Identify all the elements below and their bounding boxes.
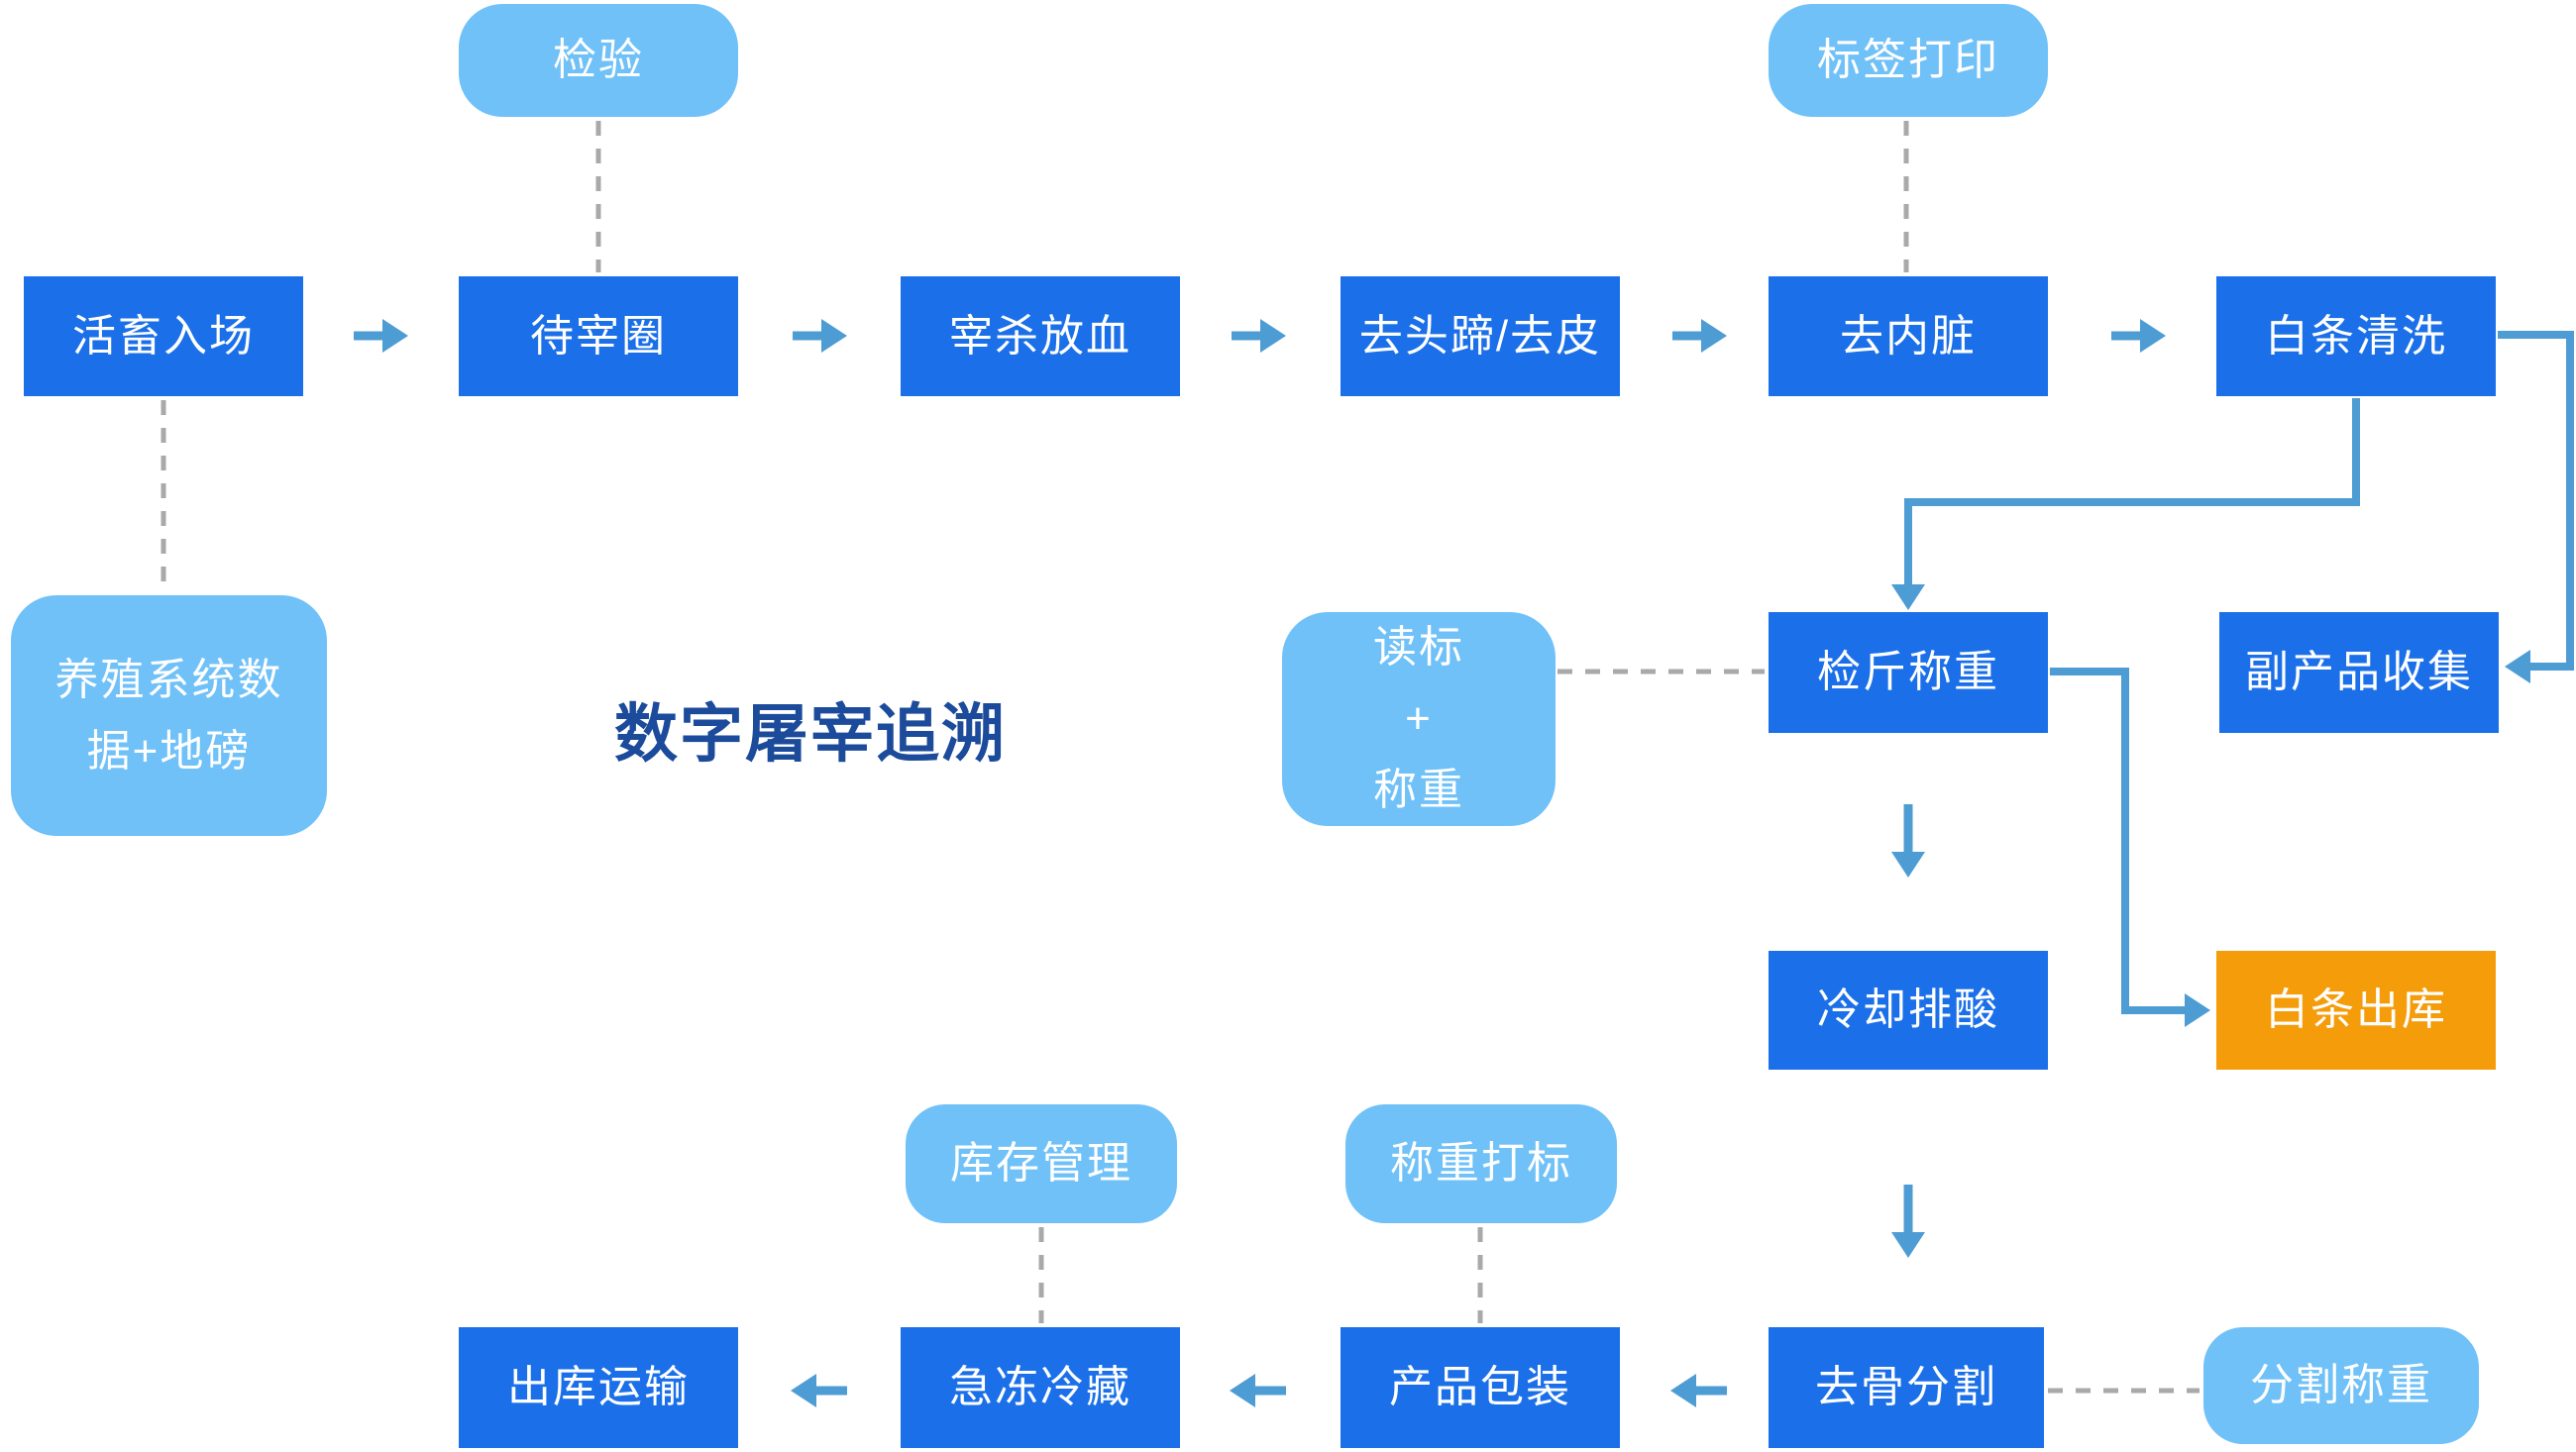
node-byproduct-collect: 副产品收集 [2219,612,2499,733]
connector-carcass-wash-to-check-weigh [1904,398,2360,586]
connector-carcass-wash-to-byproduct-head [2505,650,2530,683]
node-dehead-skin-label: 去头蹄/去皮 [1358,311,1602,361]
node-label-print: 标签打印 [1769,4,2048,117]
node-read-tag-weigh-label: 读标 [1373,623,1464,672]
node-weigh-mark-label: 称重打标 [1390,1139,1572,1188]
node-dehead-skin: 去头蹄/去皮 [1341,276,1620,396]
node-slaughter-bleed: 宰杀放血 [901,276,1180,396]
diagram-title: 数字屠宰追溯 [614,698,1007,770]
node-live-entry-label: 活畜入场 [72,311,255,361]
node-check-weigh-label: 检斤称重 [1817,648,1999,696]
node-holding-pen: 待宰圈 [459,276,738,396]
node-inspection: 检验 [459,4,738,117]
node-label-print-label: 标签打印 [1817,36,1999,84]
node-frozen-storage-label: 急冻冷藏 [949,1363,1131,1411]
node-carcass-outbound: 白条出库 [2216,951,2496,1070]
arrow-debone-to-packaging-head [1670,1374,1696,1407]
node-farm-data: 养殖系统数据+地磅 [11,595,327,836]
node-holding-pen-label: 待宰圈 [530,311,667,361]
node-cut-weigh-label: 分割称重 [2250,1361,2432,1409]
connector-check-weigh-to-carcass-outbound [2050,668,2187,1014]
node-outbound-transport: 出库运输 [459,1327,738,1448]
node-slaughter-bleed-label: 宰杀放血 [949,311,1131,361]
node-chill-acid: 冷却排酸 [1769,951,2048,1070]
node-cut-weigh: 分割称重 [2203,1327,2479,1444]
node-debone-cut: 去骨分割 [1769,1327,2044,1448]
node-weigh-mark: 称重打标 [1345,1104,1617,1223]
arrow-evisceration-to-carcass-wash-head [2140,319,2166,353]
node-check-weigh: 检斤称重 [1769,612,2048,733]
node-inspection-label: 检验 [553,36,644,84]
arrow-check-weigh-to-chill-acid-head [1891,852,1925,878]
arrow-live-entry-to-holding-pen-head [382,319,408,353]
node-carcass-outbound-label: 白条出库 [2265,985,2447,1034]
arrow-holding-pen-to-slaughter-head [821,319,847,353]
node-chill-acid-label: 冷却排酸 [1817,985,1999,1034]
node-farm-data-label: 据+地磅 [86,726,252,776]
node-farm-data-label: 养殖系统数 [54,655,283,704]
node-carcass-wash: 白条清洗 [2216,276,2496,396]
node-debone-cut-label: 去骨分割 [1815,1363,1997,1411]
connector-carcass-wash-to-check-weigh-head [1891,584,1925,610]
node-product-packaging-label: 产品包装 [1389,1363,1571,1411]
node-evisceration-label: 去内脏 [1840,311,1977,361]
connector-check-weigh-to-carcass-outbound-head [2185,993,2210,1027]
arrow-chill-acid-to-debone-cut-head [1891,1232,1925,1258]
arrow-slaughter-to-dehead-head [1260,319,1286,353]
node-read-tag-weigh-label: 称重 [1373,766,1464,814]
connector-carcass-wash-to-byproduct [2498,331,2574,671]
node-outbound-transport-label: 出库运输 [507,1363,690,1411]
node-evisceration: 去内脏 [1769,276,2048,396]
arrow-frozen-to-outbound-transport-head [791,1374,816,1407]
arrow-packaging-to-frozen-storage-head [1230,1374,1255,1407]
node-inventory-mgmt: 库存管理 [906,1104,1177,1223]
node-product-packaging: 产品包装 [1341,1327,1620,1448]
node-carcass-wash-label: 白条清洗 [2265,311,2447,361]
node-byproduct-collect-label: 副产品收集 [2245,648,2473,696]
node-live-entry: 活畜入场 [24,276,303,396]
node-read-tag-weigh-label: + [1405,694,1433,743]
node-inventory-mgmt-label: 库存管理 [950,1139,1132,1188]
arrow-dehead-to-evisceration-head [1701,319,1727,353]
node-read-tag-weigh: 读标 + 称重 [1282,612,1556,826]
node-frozen-storage: 急冻冷藏 [901,1327,1180,1448]
